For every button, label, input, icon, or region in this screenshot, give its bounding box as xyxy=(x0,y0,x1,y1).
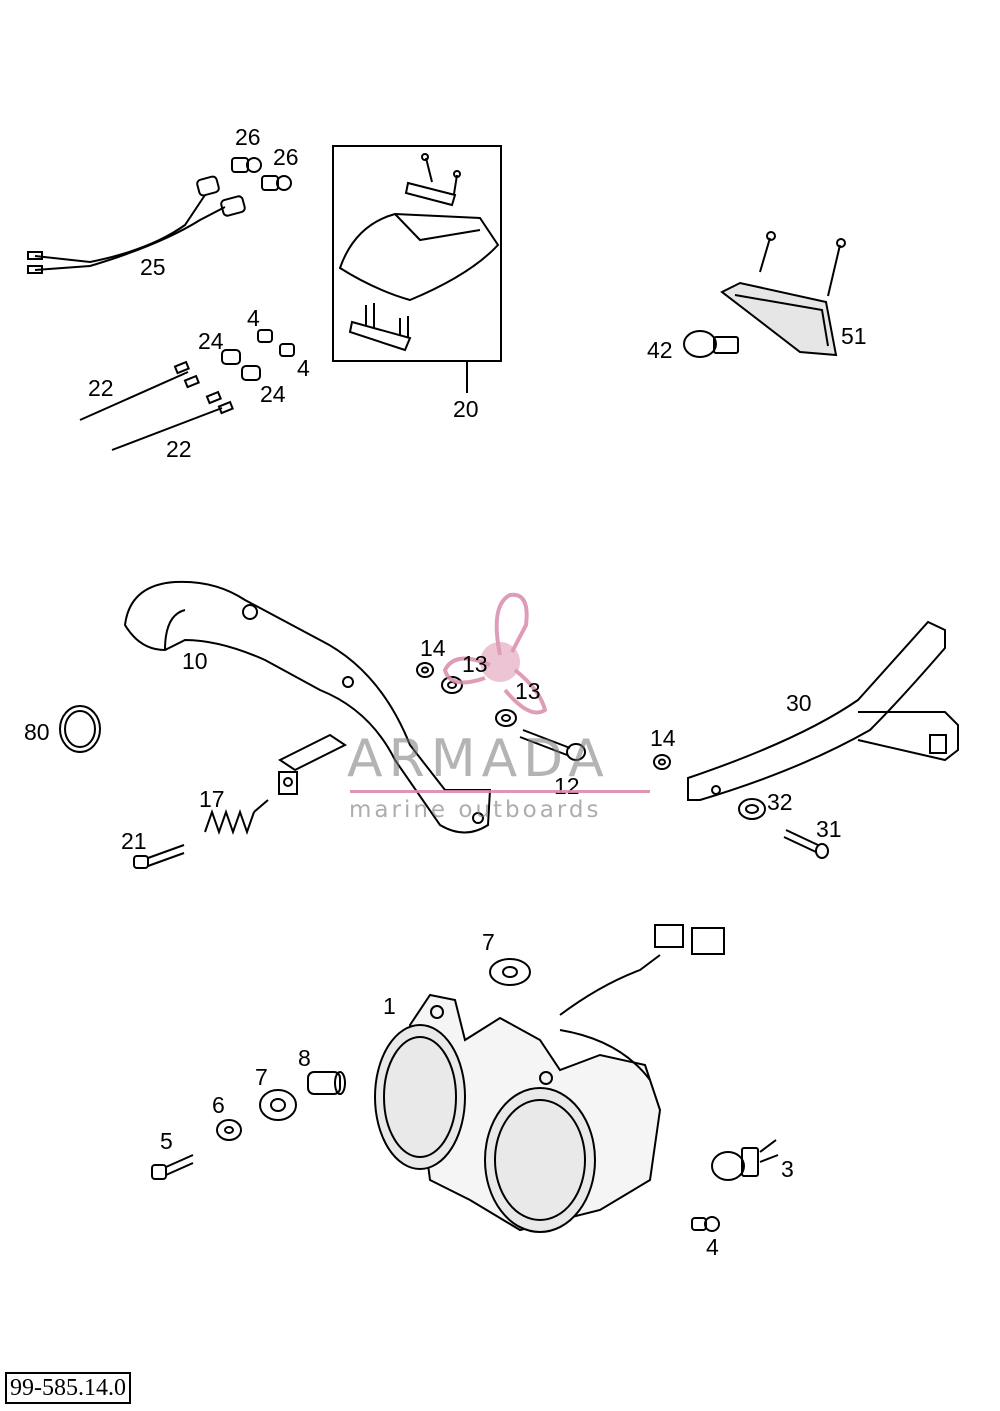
callout-24: 24 xyxy=(198,328,224,354)
part-42-bulb xyxy=(683,330,739,358)
watermark-divider xyxy=(350,790,650,793)
callout-13: 13 xyxy=(462,651,488,677)
drawing-code: 99-585.14.0 xyxy=(5,1372,131,1405)
callout-42: 42 xyxy=(647,337,673,363)
propeller-logo xyxy=(442,592,548,715)
part-4-bulb xyxy=(257,329,295,357)
part-31-screw xyxy=(783,829,829,859)
part-10-bracket xyxy=(123,580,492,834)
part-22-lead xyxy=(79,360,234,451)
callout-7: 7 xyxy=(255,1064,268,1090)
callout-6: 6 xyxy=(212,1092,225,1118)
part-51-tail-lamp xyxy=(720,231,846,357)
callout-26: 26 xyxy=(235,124,261,150)
part-3-bulb xyxy=(711,1139,779,1181)
part-6-washer xyxy=(216,1119,242,1141)
part-13-washer xyxy=(441,676,517,727)
part-80-clamp xyxy=(59,705,101,753)
part-4-small-bulb xyxy=(691,1216,720,1232)
part-17-spring xyxy=(204,799,269,836)
callout-21: 21 xyxy=(121,828,147,854)
part-7-grommet xyxy=(259,958,531,1121)
part-30-cross-tube xyxy=(687,620,959,801)
part-1-headlight xyxy=(374,924,725,1233)
callout-7: 7 xyxy=(482,929,495,955)
callout-17: 17 xyxy=(199,786,225,812)
part-14-nut xyxy=(416,662,671,770)
callout-8: 8 xyxy=(298,1045,311,1071)
callout-14: 14 xyxy=(650,725,676,751)
part-25-wiring-harness xyxy=(27,175,246,274)
callout-3: 3 xyxy=(781,1156,794,1182)
callout-32: 32 xyxy=(767,789,793,815)
callout-10: 10 xyxy=(182,648,208,674)
part-12-bolt xyxy=(519,729,586,761)
callout-80: 80 xyxy=(24,719,50,745)
callout-22: 22 xyxy=(88,375,114,401)
part-32-bushing xyxy=(738,798,766,820)
part-24-socket xyxy=(221,349,261,381)
callout-4: 4 xyxy=(297,355,310,381)
callout-5: 5 xyxy=(160,1128,173,1154)
callout-13: 13 xyxy=(515,678,541,704)
part-20-cover-assembly xyxy=(332,145,502,393)
part-26-bulb xyxy=(231,157,292,191)
part-8-sleeve xyxy=(307,1071,346,1095)
callout-22: 22 xyxy=(166,436,192,462)
callout-4: 4 xyxy=(247,305,260,331)
part-5-bolt xyxy=(151,1154,194,1180)
callout-14: 14 xyxy=(420,635,446,661)
watermark-tagline: marine outboards xyxy=(349,797,602,823)
callout-51: 51 xyxy=(841,323,867,349)
callout-30: 30 xyxy=(786,690,812,716)
watermark-name: ARMADA xyxy=(347,729,610,789)
callout-1: 1 xyxy=(383,993,396,1019)
callout-26: 26 xyxy=(273,144,299,170)
callout-31: 31 xyxy=(816,816,842,842)
callout-20: 20 xyxy=(453,396,479,422)
callout-24: 24 xyxy=(260,381,286,407)
callout-4: 4 xyxy=(706,1234,719,1260)
callout-25: 25 xyxy=(140,254,166,280)
part-21-bolt xyxy=(133,844,185,869)
